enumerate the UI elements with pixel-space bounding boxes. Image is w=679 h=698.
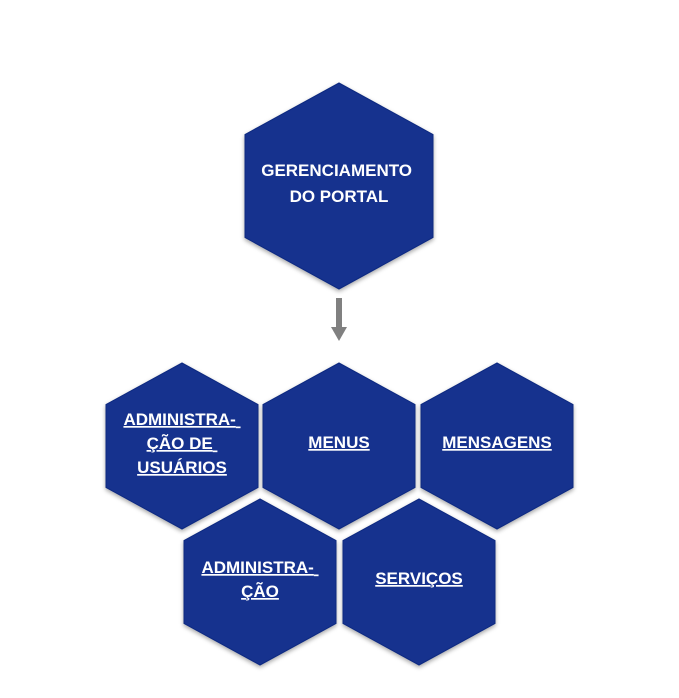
gerenciamento-portal-label: GERENCIAMENTO DO PORTAL bbox=[261, 161, 417, 206]
mensagens-node[interactable]: MENSAGENS bbox=[420, 362, 574, 530]
servicos-link[interactable]: SERVIÇOS bbox=[375, 569, 463, 588]
gerenciamento-portal-hexagon bbox=[244, 82, 434, 290]
gerenciamento-portal-node: GERENCIAMENTO DO PORTAL bbox=[244, 82, 434, 290]
administracao-line-2[interactable]: ÇÃO bbox=[241, 581, 279, 601]
administracao-line-1[interactable]: ADMINISTRA- bbox=[201, 558, 313, 577]
administracao-usuarios-line-3[interactable]: USUÁRIOS bbox=[137, 458, 227, 477]
arrow-head bbox=[331, 327, 347, 341]
administracao-usuarios-link[interactable]: ADMINISTRA- ÇÃO DE USUÁRIOS bbox=[123, 410, 240, 477]
menus-line-1[interactable]: MENUS bbox=[308, 433, 369, 452]
administracao-link[interactable]: ADMINISTRA- ÇÃO bbox=[201, 558, 318, 601]
mensagens-hexagon bbox=[420, 362, 574, 530]
down-arrow-icon bbox=[331, 298, 347, 341]
administracao-usuarios-node[interactable]: ADMINISTRA- ÇÃO DE USUÁRIOS bbox=[105, 362, 259, 530]
administracao-usuarios-line-1[interactable]: ADMINISTRA- bbox=[123, 410, 235, 429]
administracao-usuarios-line-2[interactable]: ÇÃO DE bbox=[147, 433, 213, 453]
servicos-line-1[interactable]: SERVIÇOS bbox=[375, 569, 463, 588]
mensagens-line-1[interactable]: MENSAGENS bbox=[442, 433, 552, 452]
menus-hexagon bbox=[262, 362, 416, 530]
administracao-hexagon bbox=[183, 498, 337, 666]
administracao-node[interactable]: ADMINISTRA- ÇÃO bbox=[183, 498, 337, 666]
gerenciamento-line-2: DO PORTAL bbox=[290, 187, 389, 206]
servicos-node[interactable]: SERVIÇOS bbox=[342, 498, 496, 666]
administracao-usuarios-hexagon bbox=[105, 362, 259, 530]
gerenciamento-line-1: GERENCIAMENTO bbox=[261, 161, 412, 180]
menus-link[interactable]: MENUS bbox=[308, 433, 369, 452]
mensagens-link[interactable]: MENSAGENS bbox=[442, 433, 552, 452]
menus-node[interactable]: MENUS bbox=[262, 362, 416, 530]
servicos-hexagon bbox=[342, 498, 496, 666]
arrow-shaft bbox=[336, 298, 342, 328]
